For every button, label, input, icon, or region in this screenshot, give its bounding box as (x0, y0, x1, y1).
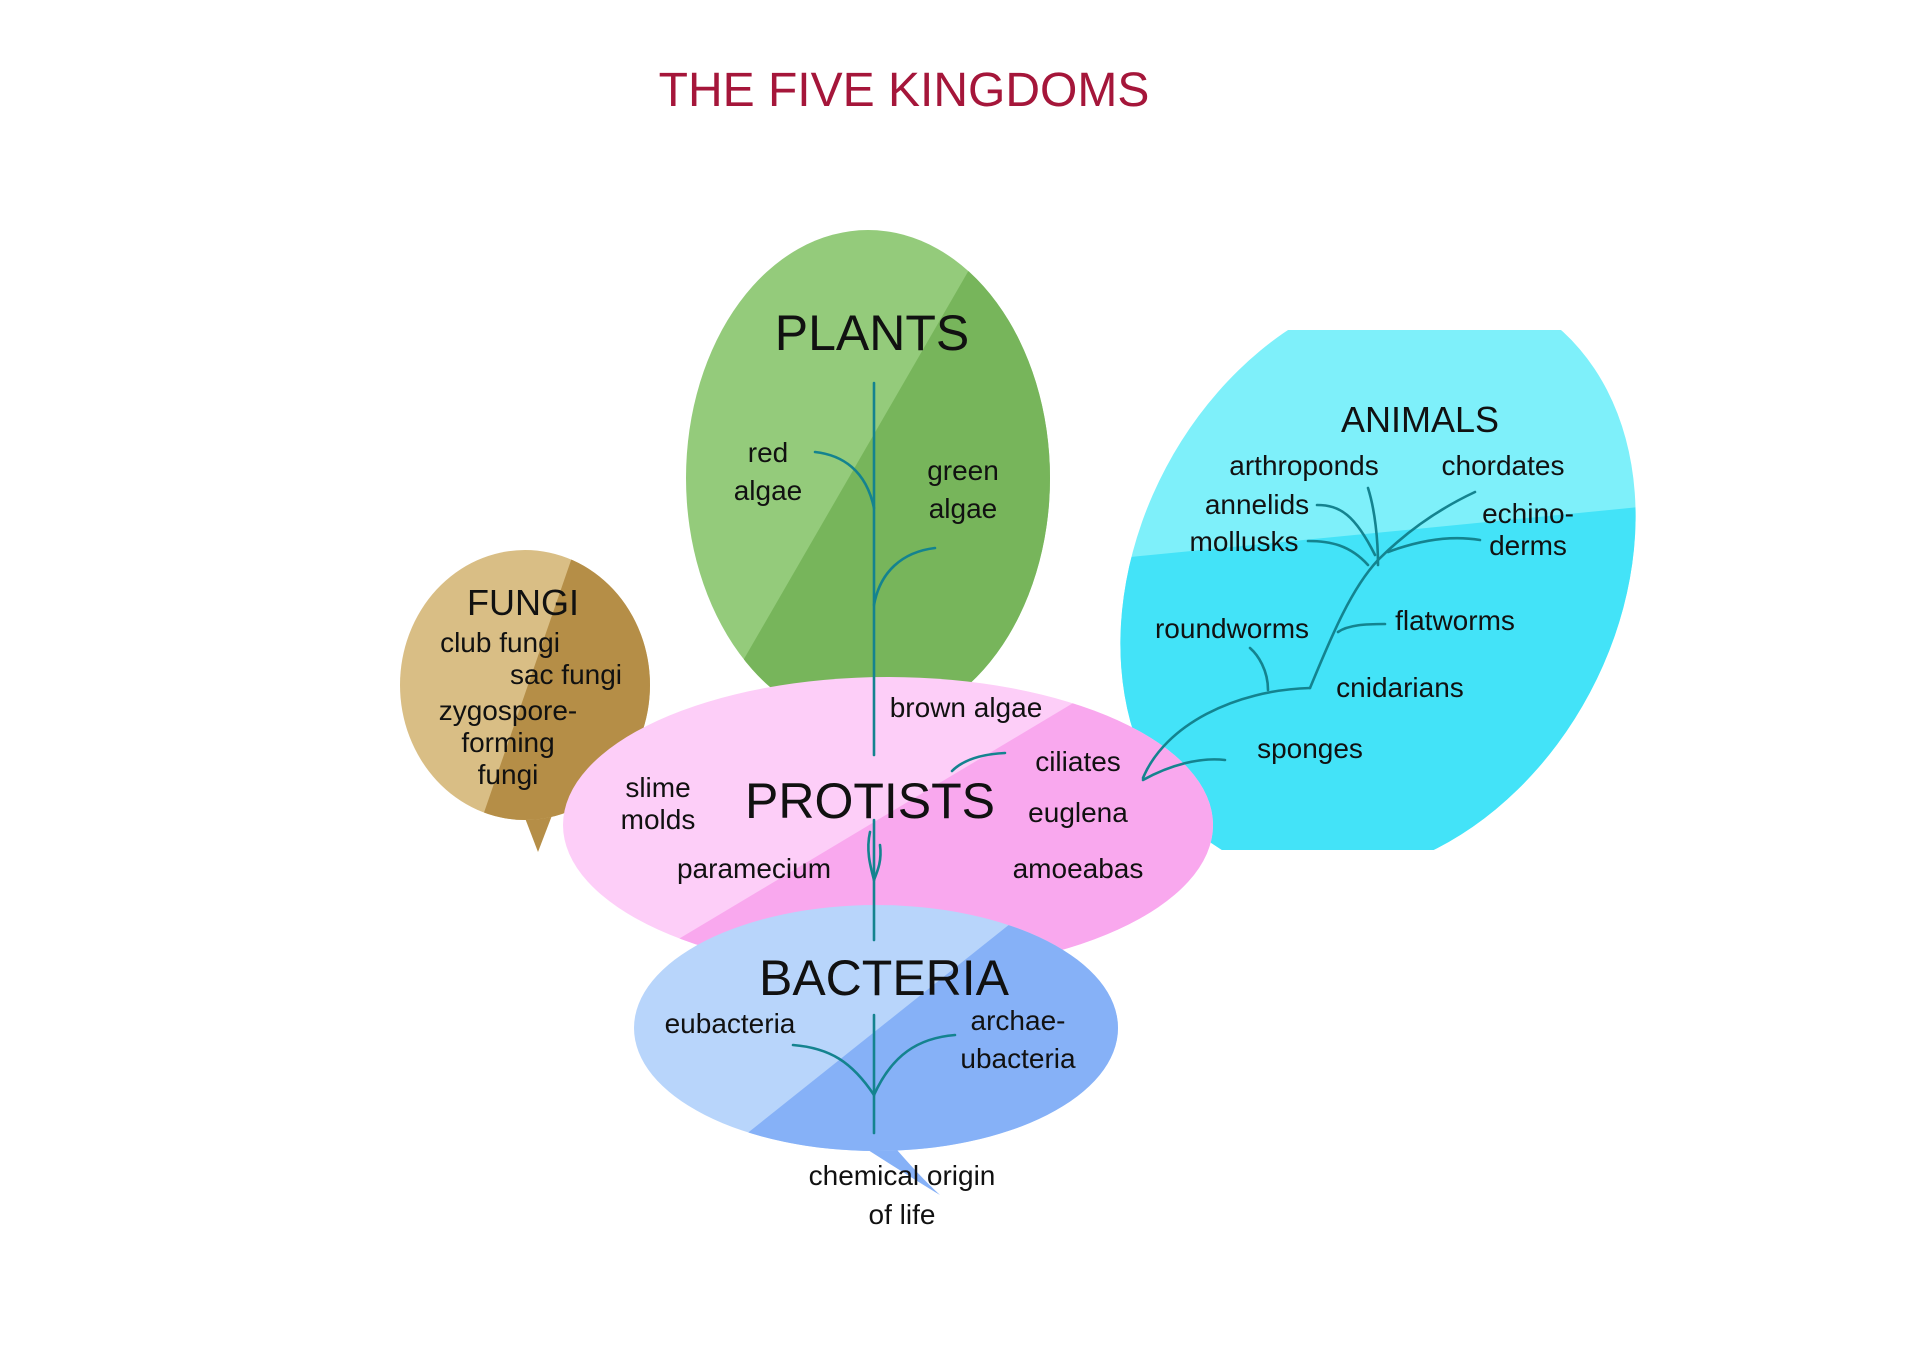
animals-arthroponds: arthroponds (1229, 450, 1378, 481)
fungi-zygospore-line1: zygospore- (439, 695, 578, 726)
red-algae-line2: algae (734, 475, 803, 506)
fungi-zygospore-line3: fungi (478, 759, 539, 790)
protists-amoeabas: amoeabas (1013, 853, 1144, 884)
red-algae-branch (813, 450, 876, 510)
bacteria-eubacteria: eubacteria (665, 1008, 796, 1039)
fungi-title: FUNGI (467, 582, 579, 623)
archaeubacteria-branch (872, 1033, 957, 1097)
animals-cnidarians: cnidarians (1336, 672, 1464, 703)
animals-main-line (1308, 558, 1380, 690)
animals-sponges: sponges (1257, 733, 1363, 764)
origin-label-line1: chemical origin (809, 1160, 996, 1191)
fungi-club-fungi: club fungi (440, 627, 560, 658)
animals-roundworms: roundworms (1155, 613, 1309, 644)
protist-fork-left (867, 830, 876, 882)
plants-blob (686, 230, 1050, 726)
green-algae-line2: algae (929, 493, 998, 524)
origin-label-line2: of life (869, 1199, 936, 1230)
animals-chordates: chordates (1442, 450, 1565, 481)
bacteria-title: BACTERIA (759, 950, 1010, 1006)
protists-title: PROTISTS (745, 773, 995, 829)
bacteria-archaeubacteria-line1: archae- (971, 1005, 1066, 1036)
animals-echinoderms-line1: echino- (1482, 498, 1574, 529)
ciliates-branch (950, 751, 1007, 773)
animals-echinoderms-line2: derms (1489, 530, 1567, 561)
green-algae-line1: green (927, 455, 999, 486)
evolution-branches (791, 381, 1482, 1135)
protists-brown-algae: brown algae (890, 692, 1043, 723)
bacteria-archaeubacteria-line2: ubacteria (960, 1043, 1076, 1074)
plants-dark-half (700, 230, 1050, 726)
plants-title: PLANTS (775, 305, 970, 361)
page-title: THE FIVE KINGDOMS (659, 64, 1150, 117)
protists-paramecium: paramecium (677, 853, 831, 884)
animals-stem (1141, 686, 1312, 780)
animals-annelids: annelids (1205, 489, 1309, 520)
sponges-branch (1141, 758, 1227, 782)
annelids-branch (1315, 503, 1377, 557)
eubacteria-branch (791, 1043, 876, 1097)
protists-slime-molds-line2: molds (621, 804, 696, 835)
protists-dark-half (610, 677, 1213, 973)
bacteria-blob (634, 905, 1118, 1195)
chordates-branch (1376, 490, 1477, 562)
mollusks-branch (1306, 539, 1370, 567)
bacteria-dark-half (720, 905, 1118, 1151)
arthropods-branch (1366, 486, 1380, 567)
echinoderms-branch (1386, 536, 1482, 554)
green-algae-branch (872, 546, 937, 607)
animals-title: ANIMALS (1341, 399, 1499, 440)
fungi-zygospore-line2: forming (461, 727, 554, 758)
animals-mollusks: mollusks (1190, 526, 1299, 557)
protists-ciliates: ciliates (1035, 746, 1121, 777)
animals-flatworms: flatworms (1395, 605, 1515, 636)
flatworms-branch (1336, 622, 1387, 634)
fungi-sac-fungi: sac fungi (510, 659, 622, 690)
protist-fork-right (872, 843, 882, 882)
animals-dark-half (1100, 505, 1660, 850)
roundworms-branch (1248, 646, 1270, 692)
red-algae-line1: red (748, 437, 788, 468)
protists-euglena: euglena (1028, 797, 1128, 828)
protists-slime-molds-line1: slime (625, 772, 690, 803)
